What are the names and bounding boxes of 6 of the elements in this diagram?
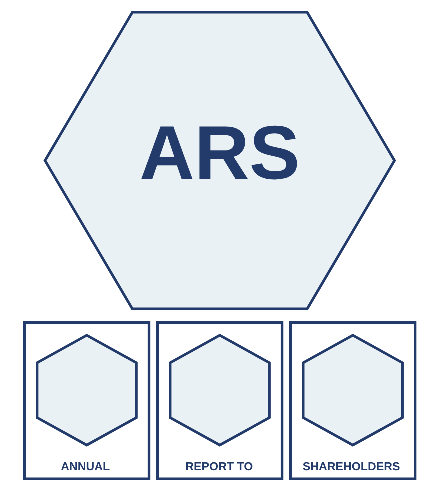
cluster: ANNUAL (22, 322, 150, 480)
cluster: SHAREHOLDERS (288, 322, 416, 480)
node-hexagon (168, 334, 270, 447)
node-hexagon (36, 334, 138, 447)
node-hexagon (302, 334, 404, 447)
cluster: REPORT TO (156, 322, 284, 480)
